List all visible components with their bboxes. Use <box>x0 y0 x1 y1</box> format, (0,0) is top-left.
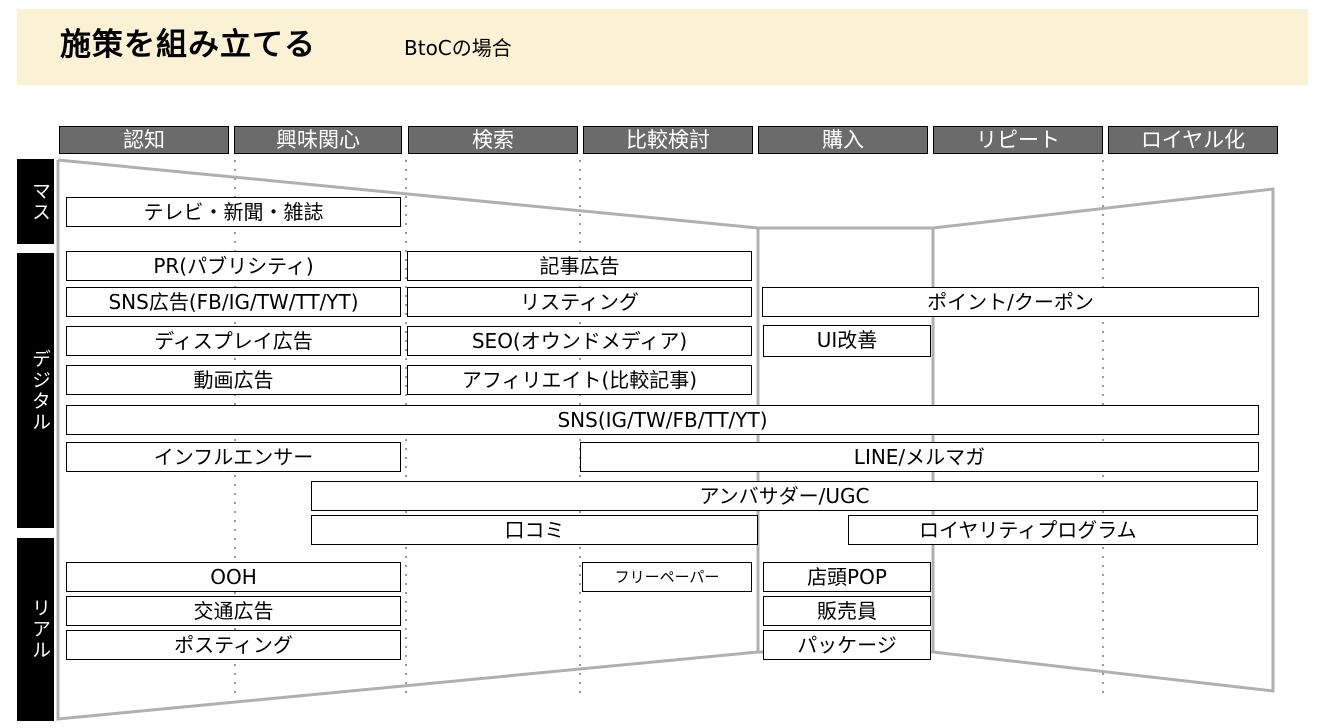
funnel-polygon <box>56 158 1275 721</box>
measure-packaging: パッケージ <box>763 630 931 660</box>
measure-word-of-mouth: 口コミ <box>311 515 758 545</box>
measure-transit-ads: 交通広告 <box>66 596 401 626</box>
stage-search: 検索 <box>408 126 578 154</box>
measure-article-ads: 記事広告 <box>407 251 752 281</box>
measure-sns-ads: SNS広告(FB/IG/TW/TT/YT) <box>66 287 401 317</box>
stage-awareness: 認知 <box>59 126 229 154</box>
measure-sales-staff: 販売員 <box>763 596 931 626</box>
category-mass: マス <box>17 159 54 244</box>
measure-ui-improvement: UI改善 <box>763 325 931 357</box>
stage-repeat: リピート <box>933 126 1103 154</box>
category-digital: デジタル <box>17 253 54 528</box>
measure-store-pop: 店頭POP <box>763 562 931 592</box>
measure-loyalty-program: ロイヤリティプログラム <box>848 515 1258 545</box>
stage-comparison: 比較検討 <box>583 126 753 154</box>
measure-listing: リスティング <box>407 287 752 317</box>
measure-influencer: インフルエンサー <box>66 442 401 472</box>
stage-purchase: 購入 <box>758 126 928 154</box>
header-band <box>17 9 1308 85</box>
measure-ooh: OOH <box>66 562 401 592</box>
measure-line-newsletter: LINE/メルマガ <box>580 442 1259 472</box>
measure-display-ads: ディスプレイ広告 <box>66 326 401 356</box>
measure-free-paper: フリーペーパー <box>582 562 752 592</box>
page-subtitle: BtoCの場合 <box>404 36 512 60</box>
stage-loyalty: ロイヤル化 <box>1108 126 1278 154</box>
measure-affiliate: アフィリエイト(比較記事) <box>407 365 752 395</box>
measure-ambassador-ugc: アンバサダー/UGC <box>311 481 1258 511</box>
measure-tv-newspaper-magazine: テレビ・新聞・雑誌 <box>66 197 401 227</box>
measure-points-coupons: ポイント/クーポン <box>762 287 1259 317</box>
measure-seo: SEO(オウンドメディア) <box>407 326 752 356</box>
measure-video-ads: 動画広告 <box>66 365 401 395</box>
measure-posting: ポスティング <box>66 630 401 660</box>
page-title: 施策を組み立てる <box>60 27 316 63</box>
measure-pr: PR(パブリシティ) <box>66 251 401 281</box>
category-real: リアル <box>17 538 54 721</box>
stage-interest: 興味関心 <box>234 126 402 154</box>
measure-sns: SNS(IG/TW/FB/TT/YT) <box>66 405 1259 435</box>
